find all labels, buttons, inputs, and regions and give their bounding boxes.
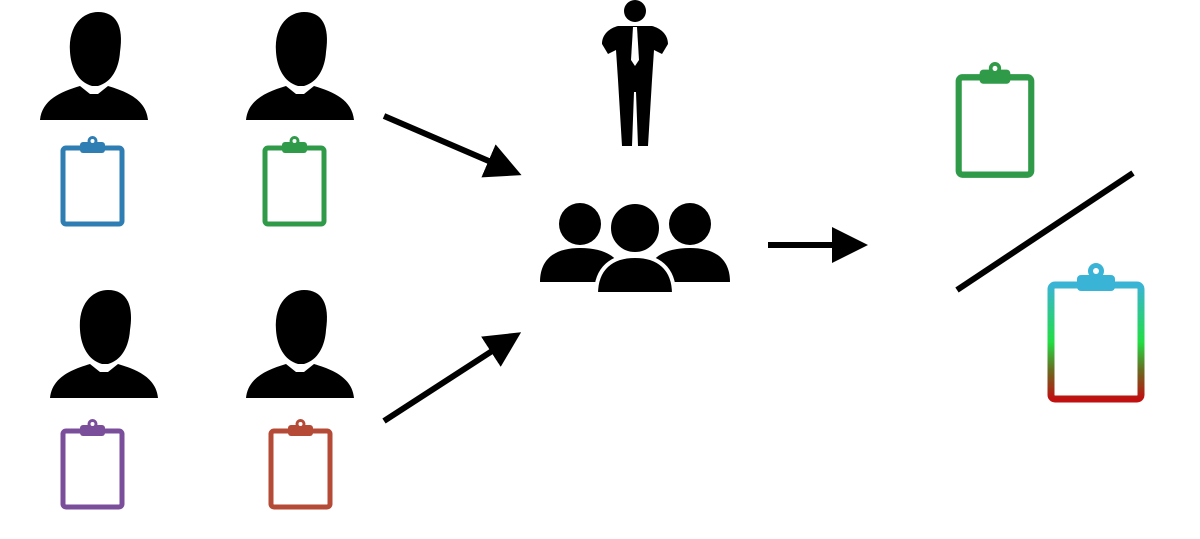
group-icon — [540, 200, 730, 296]
arrow-icon — [382, 332, 522, 424]
clipboard-icon-red — [271, 419, 330, 507]
clipboard-icon-green — [265, 136, 324, 224]
clipboard-icon-green-result — [959, 62, 1032, 175]
person-icon — [246, 290, 354, 398]
clipboard-icon-purple — [63, 419, 122, 507]
person-icon — [50, 290, 158, 398]
clipboard-icon-blue — [63, 136, 122, 224]
person-icon — [40, 12, 148, 120]
businessman-icon — [602, 0, 668, 146]
person-icon — [246, 12, 354, 120]
arrow-icon — [382, 113, 522, 178]
slash-separator — [955, 170, 1135, 293]
clipboard-icon-gradient-result — [1047, 263, 1145, 403]
